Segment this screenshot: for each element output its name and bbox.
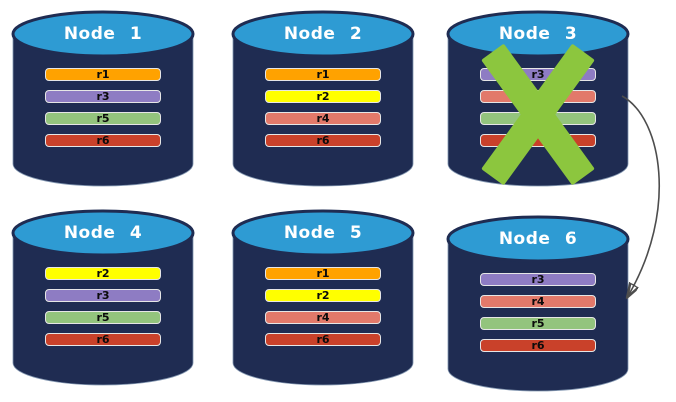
replica-bar: r2 (265, 90, 381, 103)
replica-bar: r3 (45, 289, 161, 302)
replica-label: r4 (316, 112, 330, 125)
replica-bar: r5 (45, 311, 161, 324)
node-4: Node 4 r2 r3 r5 r6 (8, 208, 198, 388)
replica-bar: r5 (480, 317, 596, 330)
replica-label: r2 (316, 90, 330, 103)
replica-label: r5 (531, 317, 545, 330)
replica-label: r5 (96, 311, 110, 324)
replica-list: r1 r3 r5 r6 (8, 68, 198, 156)
node-title: Node 6 (498, 229, 578, 249)
replica-list: r1 r2 r4 r6 (228, 267, 418, 355)
replica-label: r6 (316, 333, 330, 346)
replica-label: r2 (96, 267, 110, 280)
node-5: Node 5 r1 r2 r4 r6 (228, 208, 418, 388)
replica-label: r3 (531, 68, 545, 81)
replica-label: r4 (316, 311, 330, 324)
failover-arrow (621, 95, 661, 310)
replica-bar: r4 (480, 295, 596, 308)
replica-bar: r1 (265, 68, 381, 81)
node-6: Node 6 r3 r4 r5 r6 (443, 214, 633, 394)
replica-bar: r6 (265, 134, 381, 147)
replica-label: r6 (96, 134, 110, 147)
replica-bar: r6 (265, 333, 381, 346)
replica-label: r1 (316, 267, 330, 280)
replica-label: r3 (96, 90, 110, 103)
node-title: Node 3 (498, 24, 578, 44)
replica-label: r1 (96, 68, 110, 81)
replica-bar: r6 (480, 339, 596, 352)
replica-label: r4 (531, 295, 545, 308)
replica-bar: r2 (45, 267, 161, 280)
replica-bar: r1 (45, 68, 161, 81)
replica-label: r5 (96, 112, 110, 125)
node-3: Node 3 r3 (443, 9, 633, 189)
replica-bar: r6 (45, 333, 161, 346)
node-title: Node 5 (283, 223, 363, 243)
replica-list: r2 r3 r5 r6 (8, 267, 198, 355)
replica-bar: r4 (265, 311, 381, 324)
replica-bar: r4 (265, 112, 381, 125)
replica-label: r3 (96, 289, 110, 302)
failure-x-icon (481, 44, 595, 185)
replica-bar: r1 (265, 267, 381, 280)
replica-label: r6 (531, 339, 545, 352)
node-title: Node 1 (63, 24, 143, 44)
node-title: Node 4 (63, 223, 143, 243)
node-title: Node 2 (283, 24, 363, 44)
replica-label: r2 (316, 289, 330, 302)
replica-bar: r2 (265, 289, 381, 302)
replica-list: r3 r4 r5 r6 (443, 273, 633, 361)
replica-label: r1 (316, 68, 330, 81)
replica-bar: r3 (45, 90, 161, 103)
replica-label: r3 (531, 273, 545, 286)
replica-label: r6 (316, 134, 330, 147)
replica-bar: r5 (45, 112, 161, 125)
replica-label: r6 (96, 333, 110, 346)
replica-bar: r6 (45, 134, 161, 147)
node-2: Node 2 r1 r2 r4 r6 (228, 9, 418, 189)
replica-list: r1 r2 r4 r6 (228, 68, 418, 156)
replica-bar: r3 (480, 273, 596, 286)
node-1: Node 1 r1 r3 r5 r6 (8, 9, 198, 189)
